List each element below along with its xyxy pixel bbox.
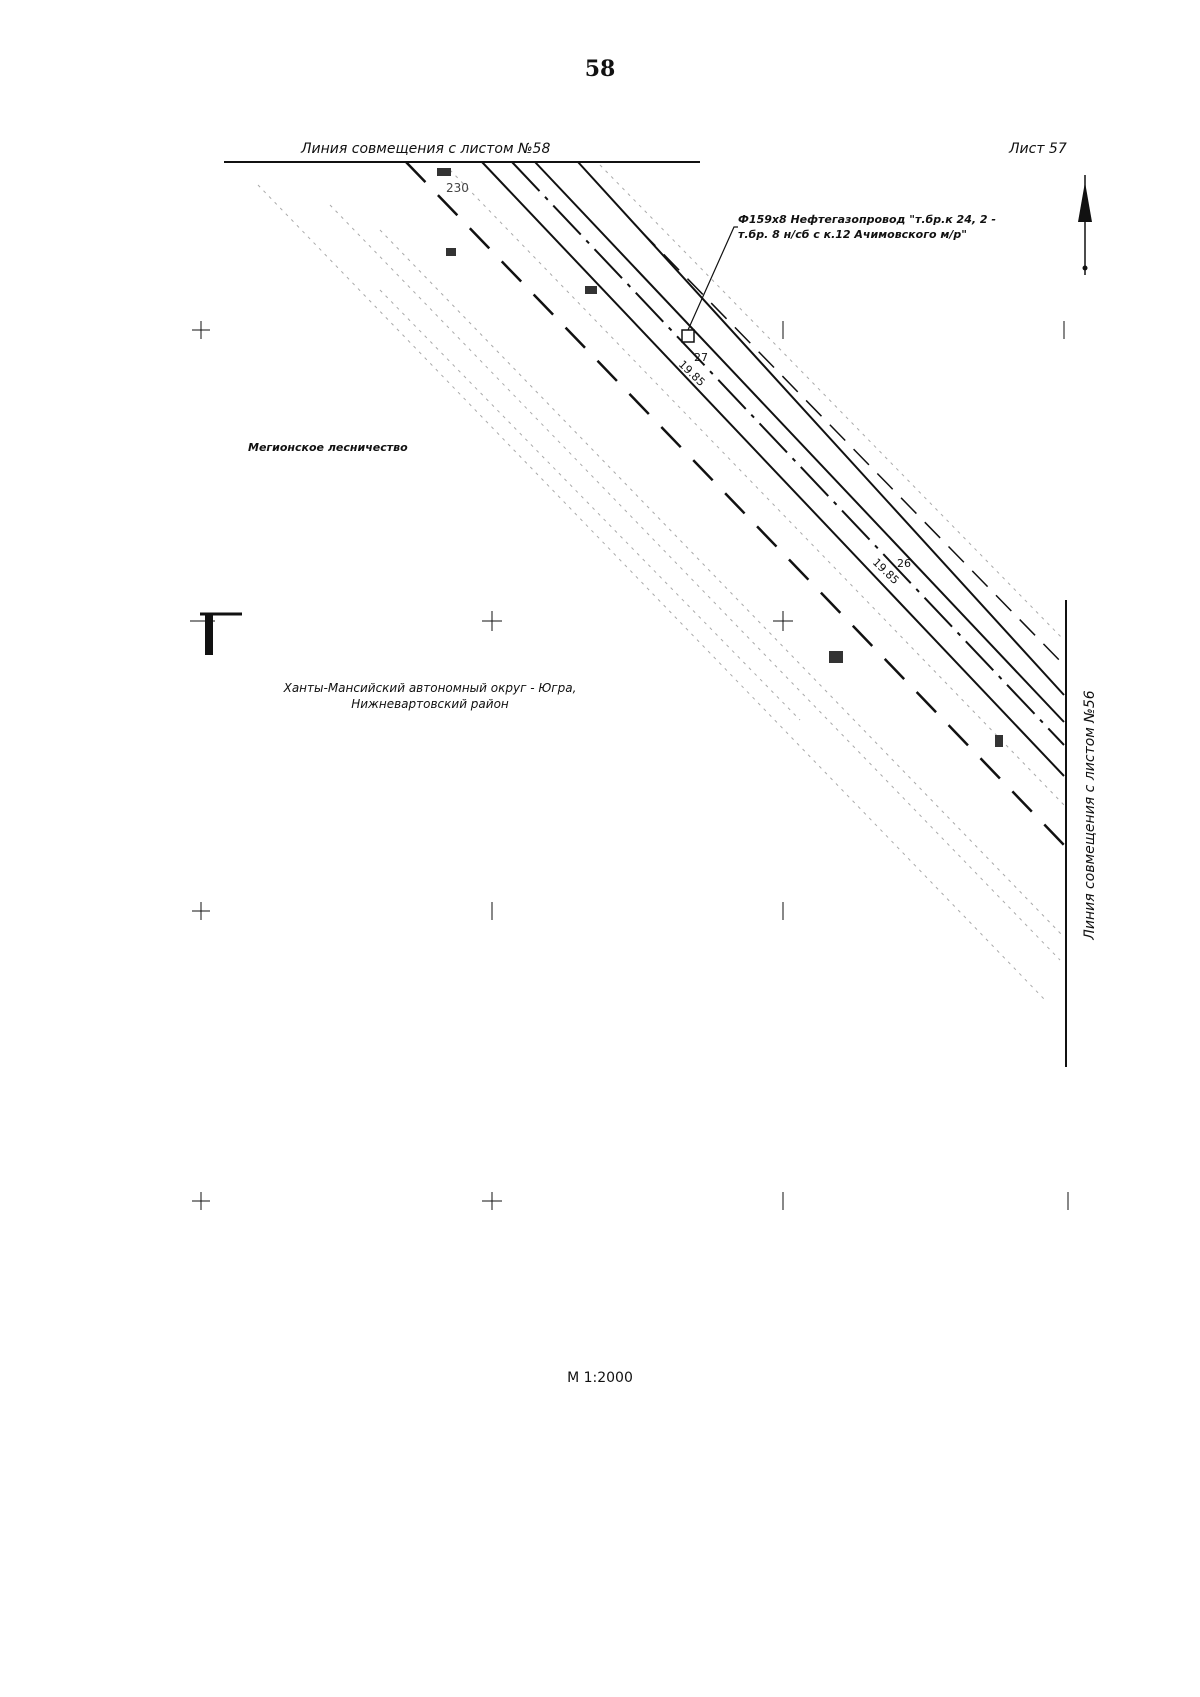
boundary-marker-icon <box>190 612 242 655</box>
page-number: 58 <box>584 56 616 82</box>
region-label-line-1: Ханты-Мансийский автономный округ - Югра… <box>283 681 577 695</box>
sheet-label: Лист 57 <box>1009 141 1067 157</box>
pipeline-label: Ф159х8 Нефтегазопровод "т.бр.к 24, 2 - т… <box>738 212 996 242</box>
grid-crosses <box>192 321 1069 1210</box>
marker-a-label: 27 <box>694 351 708 364</box>
region-label: Ханты-Мансийский автономный округ - Югра… <box>250 680 610 712</box>
corner-value: 230 <box>446 181 469 195</box>
top-match-line-caption: Линия совмещения с листом №58 <box>301 141 551 157</box>
region-label-line-2: Нижневартовский район <box>351 697 509 711</box>
pipeline-label-line-2: т.бр. 8 н/сб с к.12 Ачимовского м/р" <box>738 228 967 241</box>
north-arrow-icon <box>1078 175 1092 275</box>
pipeline-corridor-lines <box>405 161 1065 846</box>
right-match-line-caption: Линия совмещения с листом №56 <box>1082 690 1098 940</box>
pipeline-leader-line <box>687 226 738 331</box>
pipeline-label-line-1: Ф159х8 Нефтегазопровод "т.бр.к 24, 2 - <box>738 213 996 226</box>
pipeline-marker-box <box>681 329 695 343</box>
scale-label: М 1:2000 <box>567 1370 633 1386</box>
corridor-background-lines <box>257 164 1065 1001</box>
marker-b-label: 26 <box>897 557 911 570</box>
map-symbols <box>437 168 1003 747</box>
forestry-label: Мегионское лесничество <box>248 441 408 454</box>
